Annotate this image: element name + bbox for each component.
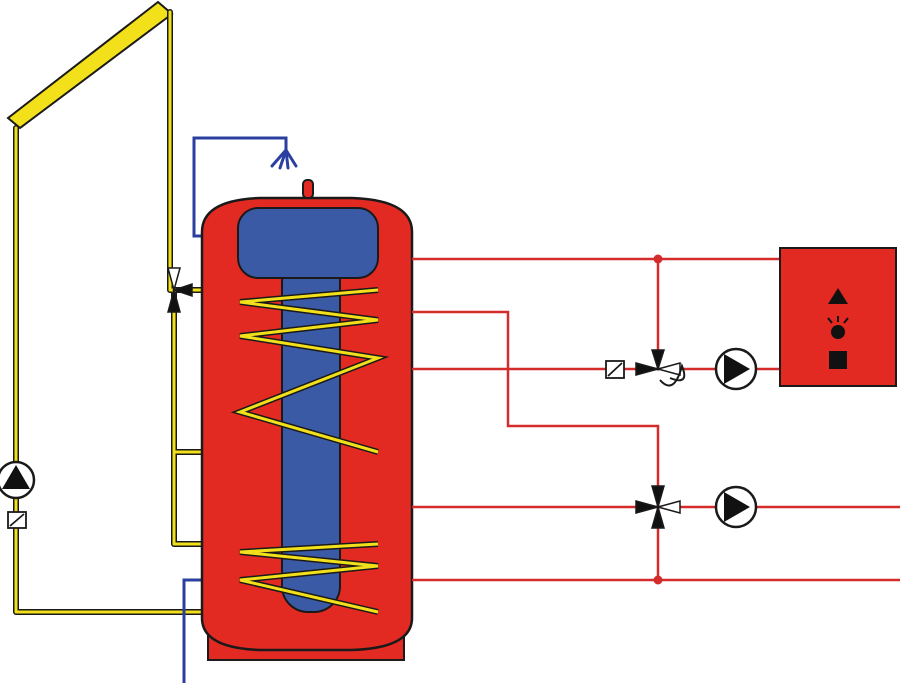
tank-vent xyxy=(302,179,314,199)
pipe-junctions xyxy=(653,254,663,585)
flame-icon xyxy=(827,316,849,339)
heating-pump-icon xyxy=(714,485,758,529)
solar-diverter-valve-icon xyxy=(167,267,193,313)
square-icon xyxy=(829,351,847,369)
junction-dot xyxy=(653,254,663,264)
triangle-icon xyxy=(828,288,848,304)
hot-water-dome xyxy=(237,207,379,279)
boiler-check-valve-icon xyxy=(605,360,625,379)
shower-head-icon xyxy=(270,148,298,170)
heat-exchanger-coils xyxy=(230,287,390,615)
solar-collector xyxy=(6,0,174,130)
boiler-unit xyxy=(779,247,897,387)
lower-coil xyxy=(239,542,379,614)
solar-collector-panel xyxy=(6,0,174,130)
boiler-mixing-valve-icon xyxy=(635,349,686,387)
boiler-pump-icon xyxy=(714,347,758,391)
solar-check-valve-icon xyxy=(7,511,27,529)
junction-dot xyxy=(653,575,663,585)
solar-pump-icon xyxy=(0,460,36,500)
heating-mixing-valve-icon xyxy=(635,485,681,529)
upper-coil xyxy=(235,288,384,454)
tank-to-mixer-pipe xyxy=(412,310,660,580)
